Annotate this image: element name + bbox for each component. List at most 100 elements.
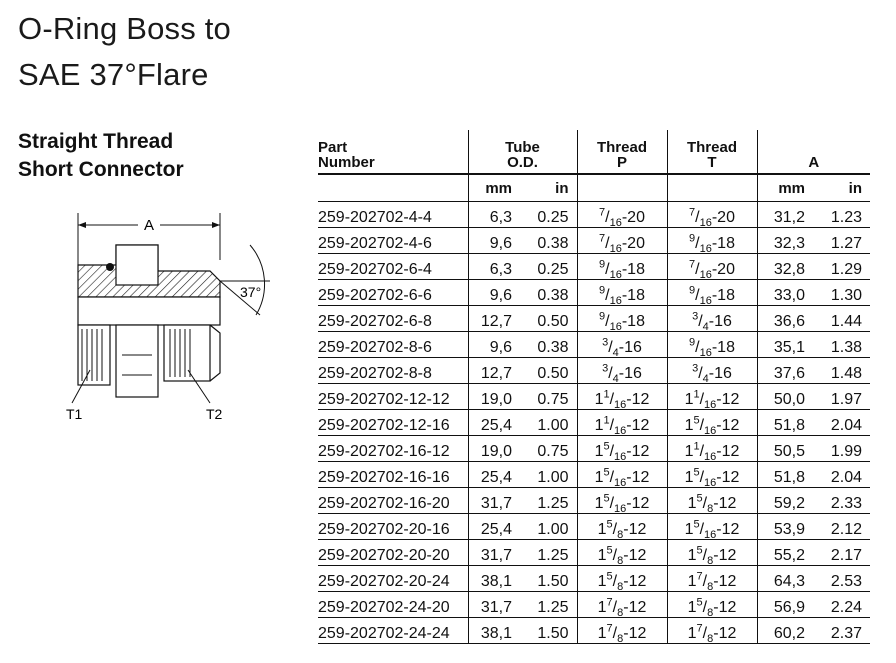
cell-part-number: 259-202702-24-24 [318,617,468,644]
cell-a-mm: 53,9 [756,513,813,540]
thread-denominator: 4 [612,347,619,360]
cell-thread-t: 11/16-12 [666,383,757,411]
thread-numerator: 9 [689,336,696,349]
cell-tube-mm: 38,1 [467,565,520,592]
cell-a-in: 2.37 [813,617,870,644]
cell-thread-t: 3/4-16 [666,357,757,385]
thread-numerator: 3 [692,310,699,323]
thread-denominator: 8 [617,633,624,646]
thread-numerator: 7 [599,232,606,245]
cell-thread-p: 15/16-12 [576,435,667,464]
thread-size: -12 [626,391,650,408]
cell-tube-in: 0.25 [520,253,577,280]
cell-a-mm: 36,6 [756,305,813,332]
thread-whole: 1 [687,547,697,564]
cell-a-in: 1.23 [813,201,870,228]
thread-size: -12 [626,495,650,512]
page-title: O-Ring Boss to SAE 37°Flare [18,6,231,98]
cell-tube-mm: 19,0 [467,435,520,462]
thread-numerator: 1 [693,440,700,453]
thread-size: -12 [623,521,647,538]
thread-whole: 1 [597,625,607,642]
cell-thread-p: 15/8-12 [576,513,667,541]
cell-tube-mm: 9,6 [467,227,520,254]
thread-whole: 1 [594,391,604,408]
cell-thread-t: 9/16-18 [666,331,757,359]
thread-numerator: 5 [603,466,610,479]
cell-thread-p: 7/16-20 [576,227,667,256]
cell-a-in: 1.48 [813,357,870,384]
thread-size: -16 [708,313,732,330]
cell-tube-mm: 38,1 [467,617,520,644]
thread-whole: 1 [597,573,607,590]
thread-denominator: 16 [609,243,622,256]
thread-denominator: 16 [609,269,622,282]
thread-denominator: 8 [707,633,714,646]
cell-part-number: 259-202702-16-16 [318,461,468,488]
header-tube-line2: O.D. [507,154,538,171]
thread-whole: 1 [594,495,604,512]
thread-numerator: 7 [696,622,703,635]
title-line-2: SAE 37°Flare [18,57,209,92]
thread-numerator: 7 [599,206,606,219]
thread-denominator: 16 [699,217,712,230]
cell-a-mm: 60,2 [756,617,813,644]
thread-size: -12 [713,599,737,616]
thread-whole: 1 [684,417,694,434]
cell-thread-t: 3/4-16 [666,305,757,333]
thread-size: -20 [711,261,735,278]
thread-numerator: 5 [603,492,610,505]
cell-thread-p: 17/8-12 [576,617,667,646]
cell-tube-in: 1.50 [520,617,577,644]
thread-numerator: 5 [693,414,700,427]
thread-numerator: 5 [693,518,700,531]
thread-numerator: 9 [599,310,606,323]
cell-tube-mm: 12,7 [467,305,520,332]
thread-numerator: 5 [603,440,610,453]
cell-a-mm: 35,1 [756,331,813,358]
cell-thread-p: 9/16-18 [576,253,667,282]
cell-thread-p: 11/16-12 [576,409,667,437]
thread-denominator: 4 [612,373,619,386]
cell-thread-p: 11/16-12 [576,383,667,411]
thread-whole: 1 [684,391,694,408]
thread-size: -12 [713,495,737,512]
cell-part-number: 259-202702-20-16 [318,513,468,540]
cell-thread-t: 9/16-18 [666,227,757,255]
thread-numerator: 5 [606,518,613,531]
cell-part-number: 259-202702-4-6 [318,227,468,254]
header-part-line1: Part [318,139,348,156]
cell-a-mm: 37,6 [756,357,813,384]
cell-tube-in: 0.75 [520,435,577,462]
thread-size: -16 [708,365,732,382]
units-part-empty [318,174,468,202]
cell-part-number: 259-202702-20-24 [318,565,468,592]
cell-a-mm: 50,0 [756,383,813,410]
thread-denominator: 8 [617,555,624,568]
thread-size: -18 [621,261,645,278]
cell-tube-mm: 12,7 [467,357,520,384]
cell-a-in: 2.33 [813,487,870,514]
thread-denominator: 8 [707,503,714,516]
cell-tube-mm: 19,0 [467,383,520,410]
thread-whole: 1 [597,599,607,616]
thread-numerator: 7 [696,570,703,583]
cell-thread-t: 7/16-20 [666,253,757,281]
cell-thread-p: 3/4-16 [576,357,667,386]
thread-numerator: 9 [689,284,696,297]
cell-tube-in: 0.75 [520,383,577,410]
cell-a-in: 1.97 [813,383,870,410]
cell-part-number: 259-202702-20-20 [318,539,468,566]
thread-denominator: 16 [614,451,627,464]
cell-a-mm: 51,8 [756,461,813,488]
thread-numerator: 5 [696,492,703,505]
cell-tube-mm: 31,7 [467,591,520,618]
thread-numerator: 5 [606,544,613,557]
thread-denominator: 16 [704,477,717,490]
